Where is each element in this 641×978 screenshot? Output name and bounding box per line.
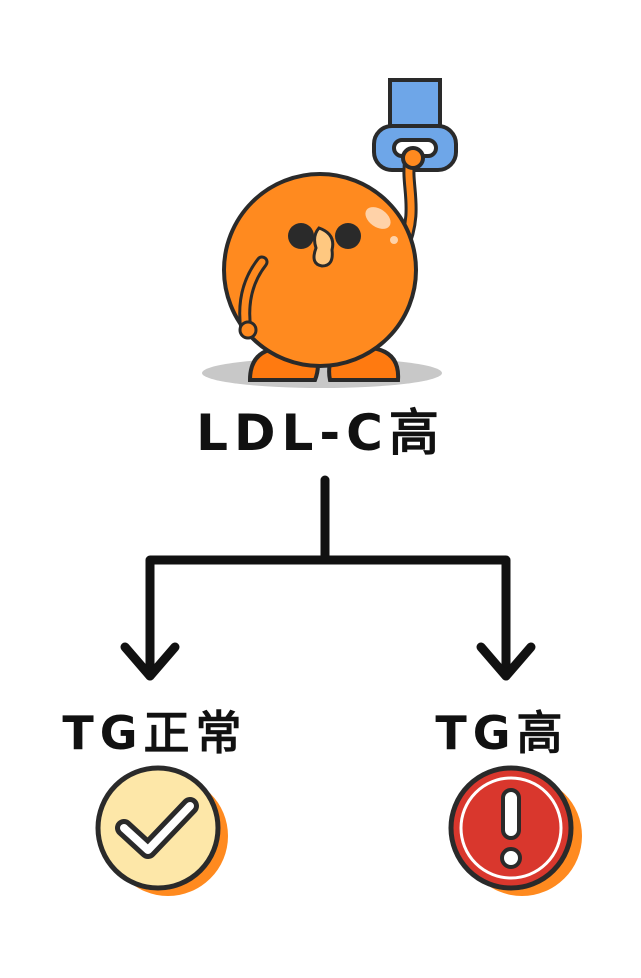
branch-left-label: TG正常 [62,706,248,760]
arrowhead-left-icon [120,642,180,681]
branch-right-label: TG高 [435,706,569,760]
exclamation-badge-icon [448,765,582,896]
arrowhead-right-icon [476,642,536,681]
orange-mascot-icon [202,78,458,388]
tree-connector [145,475,511,681]
root-node-label: LDL-C高 [196,404,445,462]
check-badge-icon [95,765,228,896]
